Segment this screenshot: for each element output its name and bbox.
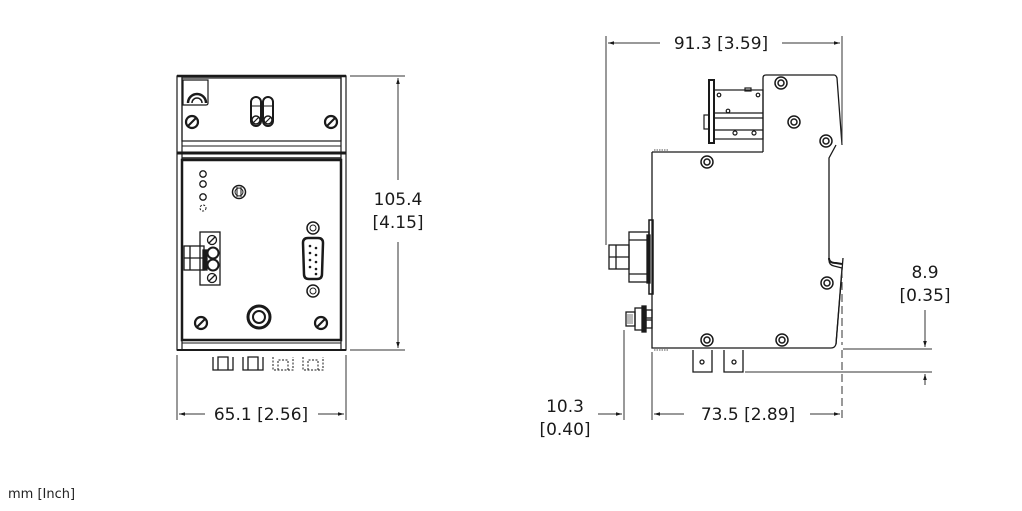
top-module [181, 77, 342, 142]
sub-d-connector [301, 221, 325, 298]
potentiometer-icon [231, 184, 247, 200]
side-terminal-connector [608, 219, 654, 295]
side-body-label: 73.5 [2.89] [701, 405, 795, 425]
screw-icon [193, 315, 209, 331]
main-housing [651, 151, 844, 349]
torx-screw-icon [700, 76, 834, 347]
tab-offset-label-in: [0.35] [899, 286, 950, 306]
side-depth-dimension [605, 36, 843, 245]
connector-offset-label-in: [0.40] [539, 420, 590, 440]
top-connector [703, 79, 764, 144]
status-led-icons [199, 170, 207, 212]
main-body [180, 158, 343, 342]
side-depth-label: 91.3 [3.59] [674, 34, 768, 54]
front-view [176, 74, 347, 371]
bottom-tabs [212, 356, 324, 371]
side-view [608, 74, 844, 373]
din-clip [828, 144, 843, 345]
front-width-label: 65.1 [2.56] [214, 405, 308, 425]
terminal-block [183, 231, 221, 286]
jack-ring-icon [186, 92, 208, 104]
corner-jack [182, 79, 209, 106]
tab-offset-dimension [745, 310, 932, 385]
screw-icon [184, 114, 200, 130]
front-height-label-in: [4.15] [372, 213, 423, 233]
side-bottom-tabs [692, 350, 744, 373]
dip-switch-icon [250, 96, 274, 127]
front-height-dimension [350, 75, 405, 351]
screw-icon [323, 114, 339, 130]
front-height-label-mm: 105.4 [374, 190, 423, 210]
upper-housing [762, 74, 843, 152]
units-label: mm [Inch] [8, 487, 76, 502]
tab-offset-label-mm: 8.9 [911, 263, 938, 283]
screw-icon [313, 315, 329, 331]
front-width-dimension [176, 355, 347, 420]
side-body-dimension [598, 270, 843, 420]
m12-connector-icon [246, 304, 272, 330]
m12-side-connector [625, 305, 653, 333]
connector-offset-label-mm: 10.3 [546, 397, 584, 417]
